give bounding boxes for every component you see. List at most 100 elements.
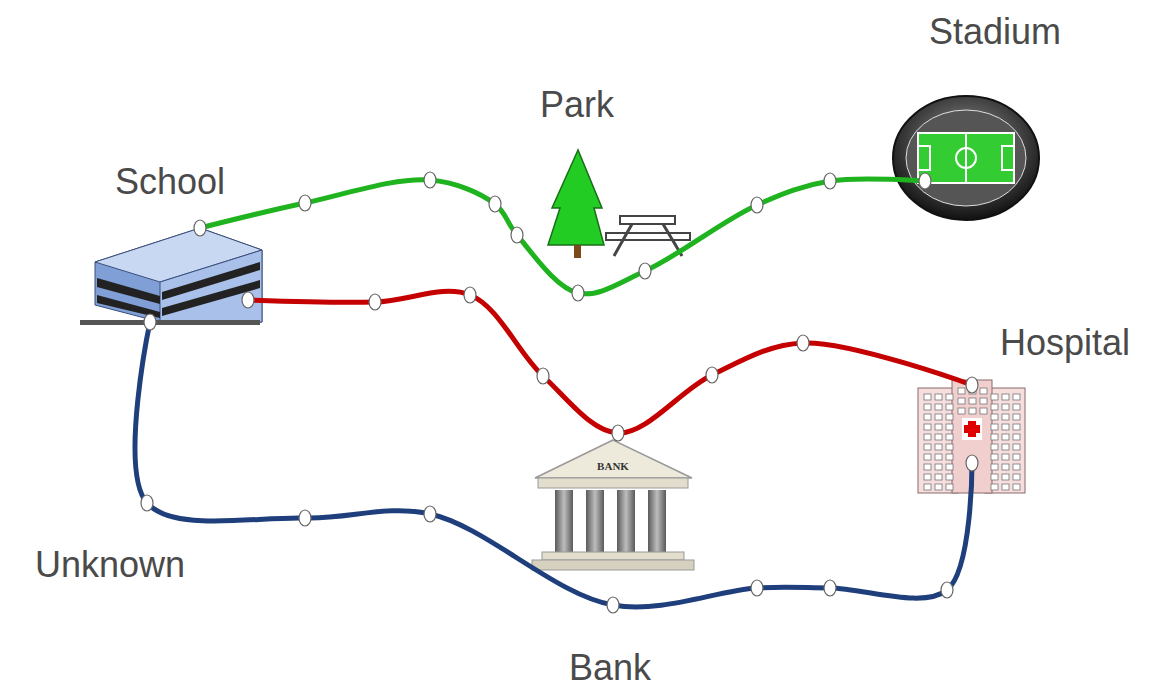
hospital-window <box>935 464 942 470</box>
route-point <box>242 292 254 308</box>
bank-sign: BANK <box>597 460 629 472</box>
route-point <box>424 172 436 188</box>
hospital-window <box>980 408 987 414</box>
hospital-window <box>991 434 998 440</box>
hospital-window <box>1002 444 1009 450</box>
hospital-window <box>946 464 953 470</box>
route-point <box>299 510 311 526</box>
hospital-window <box>991 454 998 460</box>
hospital-window <box>991 484 998 490</box>
route-point <box>751 197 763 213</box>
route-point <box>612 425 624 441</box>
hospital-window <box>1013 404 1020 410</box>
hospital-window <box>924 454 931 460</box>
park-icon <box>548 150 690 258</box>
hospital-window <box>935 484 942 490</box>
hospital-window <box>935 434 942 440</box>
stadium-label: Stadium <box>929 12 1061 52</box>
hospital-window <box>946 424 953 430</box>
stadium-icon <box>893 96 1039 220</box>
bank-label: Bank <box>569 648 651 688</box>
route-point <box>424 506 436 522</box>
hospital-window <box>924 484 931 490</box>
hospital-window <box>1002 434 1009 440</box>
hospital-window <box>946 444 953 450</box>
hospital-window <box>980 388 987 394</box>
hospital-window <box>1002 484 1009 490</box>
route-point <box>966 455 978 471</box>
hospital-window <box>946 474 953 480</box>
route-point <box>572 285 584 301</box>
hospital-window <box>946 414 953 420</box>
hospital-window <box>935 444 942 450</box>
route-point <box>797 335 809 351</box>
hospital-window <box>1013 424 1020 430</box>
route-point <box>489 196 501 212</box>
park-label: Park <box>540 85 614 125</box>
hospital-window <box>969 398 976 404</box>
hospital-window <box>1013 394 1020 400</box>
hospital-window <box>1002 394 1009 400</box>
hospital-window <box>1002 474 1009 480</box>
hospital-window <box>1013 454 1020 460</box>
hospital-window <box>935 454 942 460</box>
route-point <box>511 227 523 243</box>
hospital-window <box>969 408 976 414</box>
hospital-window <box>924 474 931 480</box>
hospital-window <box>958 388 965 394</box>
hospital-window <box>946 484 953 490</box>
route-point <box>464 287 476 303</box>
hospital-window <box>1002 464 1009 470</box>
hospital-window <box>924 414 931 420</box>
green-route <box>200 179 925 294</box>
hospital-window <box>1013 434 1020 440</box>
route-point <box>966 377 978 393</box>
school-icon <box>80 228 262 325</box>
hospital-window <box>1002 454 1009 460</box>
route-point <box>607 597 619 613</box>
hospital-window <box>991 474 998 480</box>
blue-route <box>135 322 972 607</box>
route-point <box>706 367 718 383</box>
route-point <box>639 263 651 279</box>
hospital-window <box>1013 414 1020 420</box>
hospital-window <box>1002 404 1009 410</box>
hospital-window <box>1013 444 1020 450</box>
hospital-window <box>935 394 942 400</box>
hospital-window <box>1013 464 1020 470</box>
route-point <box>537 368 549 384</box>
hospital-window <box>924 394 931 400</box>
hospital-window <box>924 444 931 450</box>
hospital-window <box>1013 474 1020 480</box>
hospital-window <box>1002 414 1009 420</box>
hospital-window <box>935 414 942 420</box>
route-point <box>941 582 953 598</box>
school-label: School <box>115 162 225 202</box>
route-point <box>824 580 836 596</box>
hospital-window <box>991 464 998 470</box>
hospital-window <box>991 404 998 410</box>
hospital-window <box>980 398 987 404</box>
hospital-window <box>991 414 998 420</box>
hospital-window <box>924 404 931 410</box>
hospital-window <box>946 434 953 440</box>
route-point <box>369 294 381 310</box>
hospital-window <box>958 398 965 404</box>
route-point <box>141 495 153 511</box>
hospital-window <box>946 404 953 410</box>
hospital-window <box>991 444 998 450</box>
red-route <box>248 291 972 433</box>
route-point <box>751 580 763 596</box>
route-point <box>144 314 156 330</box>
route-point <box>919 173 931 189</box>
unknown-label: Unknown <box>35 545 185 585</box>
hospital-window <box>1013 484 1020 490</box>
hospital-window <box>991 394 998 400</box>
hospital-window <box>1002 424 1009 430</box>
hospital-window <box>935 474 942 480</box>
route-point <box>824 173 836 189</box>
hospital-window <box>991 424 998 430</box>
hospital-window <box>935 424 942 430</box>
hospital-window <box>946 394 953 400</box>
